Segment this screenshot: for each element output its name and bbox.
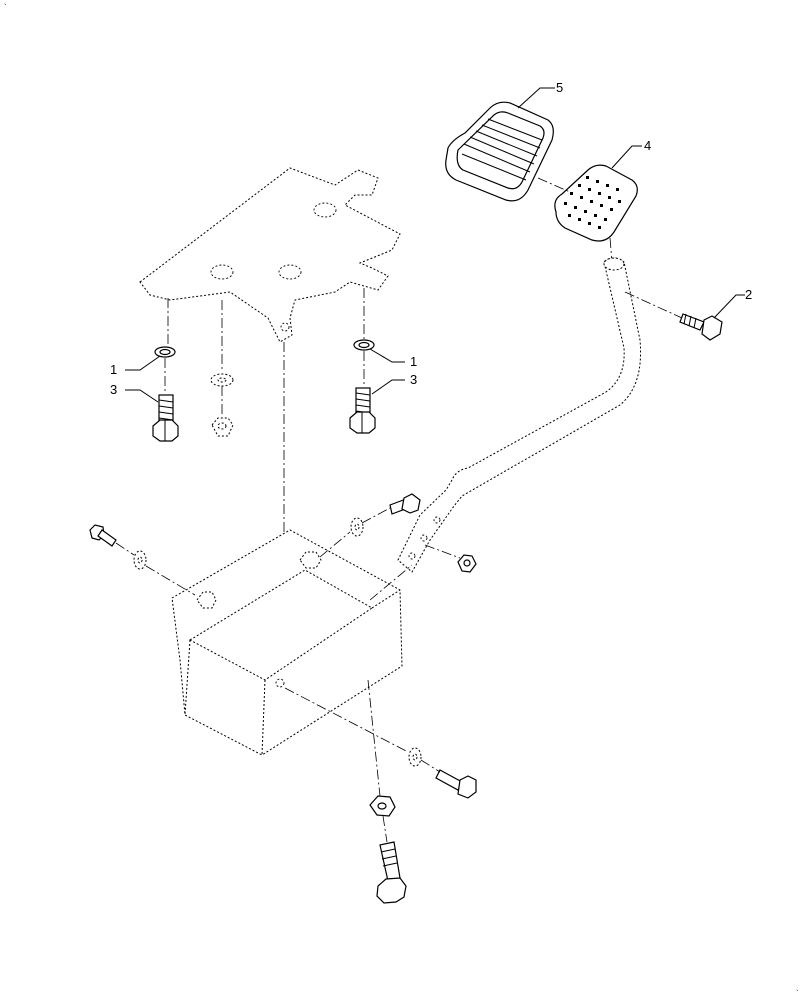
callout-leader <box>125 389 159 403</box>
pad-dimples <box>564 176 621 229</box>
callout-1-left: 1 <box>110 362 117 377</box>
callout-4: 4 <box>644 138 651 153</box>
bolt-left-side <box>89 524 117 547</box>
centerline <box>424 544 461 559</box>
pedal-arm <box>397 257 642 573</box>
hex-bolt-lower <box>376 841 407 904</box>
flat-washer-lower <box>408 747 422 767</box>
centerline <box>367 679 381 797</box>
bolt-bracket-upper <box>389 493 421 515</box>
hex-nut-arm <box>457 554 477 573</box>
callout-leader <box>611 145 642 169</box>
callout-3-left: 3 <box>110 382 117 397</box>
hex-nut-lower <box>369 795 396 817</box>
mounting-plate <box>139 167 401 343</box>
centerline <box>361 507 391 524</box>
flat-washer-bracket <box>350 517 364 537</box>
corner-mark: ` <box>796 989 799 998</box>
flat-washer-center <box>210 373 234 387</box>
centerline <box>382 815 388 843</box>
lock-washer-right <box>353 339 375 351</box>
centerline <box>284 687 409 753</box>
hex-bolt-left <box>152 394 179 442</box>
callout-leader <box>517 87 555 109</box>
callout-leader <box>713 294 745 319</box>
callout-5: 5 <box>556 80 563 95</box>
callout-3-right: 3 <box>410 372 417 387</box>
centerline <box>624 291 683 319</box>
callout-leader <box>369 348 405 363</box>
pivot-bolt <box>679 313 723 341</box>
corner-mark: ` <box>4 3 7 12</box>
centerline <box>115 542 135 556</box>
callout-leader <box>371 379 405 395</box>
callout-leader <box>125 355 161 371</box>
hex-nut-center <box>211 417 234 437</box>
centerline <box>537 177 571 193</box>
hex-nut-bracket <box>299 551 322 569</box>
centerline <box>369 564 413 601</box>
centerline <box>145 565 196 596</box>
centerline <box>420 759 441 773</box>
pedal-pad-ribbed <box>445 101 554 202</box>
hex-bolt-right <box>349 387 376 434</box>
pedal-bracket <box>171 529 403 756</box>
flat-washer-left-side <box>133 550 147 570</box>
lock-washer-left <box>154 346 176 358</box>
callout-1-right: 1 <box>410 354 417 369</box>
bolt-lower-right <box>435 769 477 799</box>
centerline <box>319 531 351 558</box>
hex-nut-left <box>196 591 217 609</box>
callout-2: 2 <box>745 287 752 302</box>
pedal-pad-dimpled <box>554 164 638 242</box>
